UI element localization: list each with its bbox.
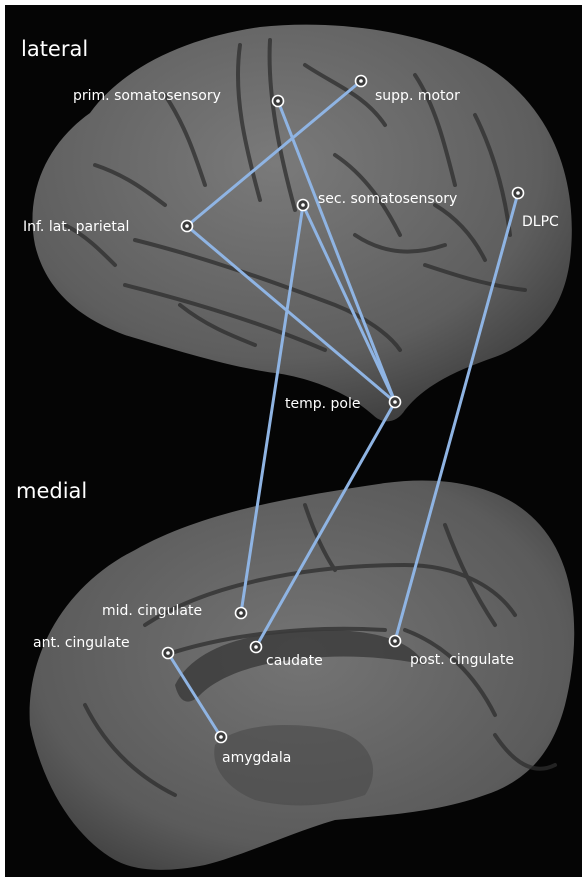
marker-temp-pole bbox=[390, 397, 401, 408]
marker-ant-cingulate bbox=[163, 648, 174, 659]
brain-diagram: lateral medial prim. somatosensory supp.… bbox=[5, 5, 582, 877]
marker-prim-somatosensory bbox=[273, 96, 284, 107]
medial-brain-surface bbox=[30, 480, 575, 869]
medial-hemisphere bbox=[30, 480, 575, 869]
section-label-lateral: lateral bbox=[21, 37, 88, 61]
marker-supp-motor bbox=[356, 76, 367, 87]
marker-dlpc bbox=[513, 188, 524, 199]
label-inf-lat-parietal: Inf. lat. parietal bbox=[23, 219, 129, 235]
label-ant-cingulate: ant. cingulate bbox=[33, 635, 130, 651]
brain-connectivity-figure: lateral medial prim. somatosensory supp.… bbox=[5, 5, 582, 877]
section-label-medial: medial bbox=[16, 479, 87, 503]
label-dlpc: DLPC bbox=[522, 214, 559, 230]
marker-amygdala bbox=[216, 732, 227, 743]
marker-inf-lat-parietal bbox=[182, 221, 193, 232]
marker-sec-somatosensory bbox=[298, 200, 309, 211]
label-temp-pole: temp. pole bbox=[285, 396, 360, 412]
label-caudate: caudate bbox=[266, 653, 323, 669]
label-prim-somatosensory: prim. somatosensory bbox=[73, 88, 221, 104]
label-sec-somatosensory: sec. somatosensory bbox=[318, 191, 457, 207]
label-amygdala: amygdala bbox=[222, 750, 291, 766]
marker-mid-cingulate bbox=[236, 608, 247, 619]
label-supp-motor: supp. motor bbox=[375, 88, 460, 104]
label-mid-cingulate: mid. cingulate bbox=[102, 603, 202, 619]
marker-caudate bbox=[251, 642, 262, 653]
marker-post-cingulate bbox=[390, 636, 401, 647]
label-post-cingulate: post. cingulate bbox=[410, 652, 514, 668]
